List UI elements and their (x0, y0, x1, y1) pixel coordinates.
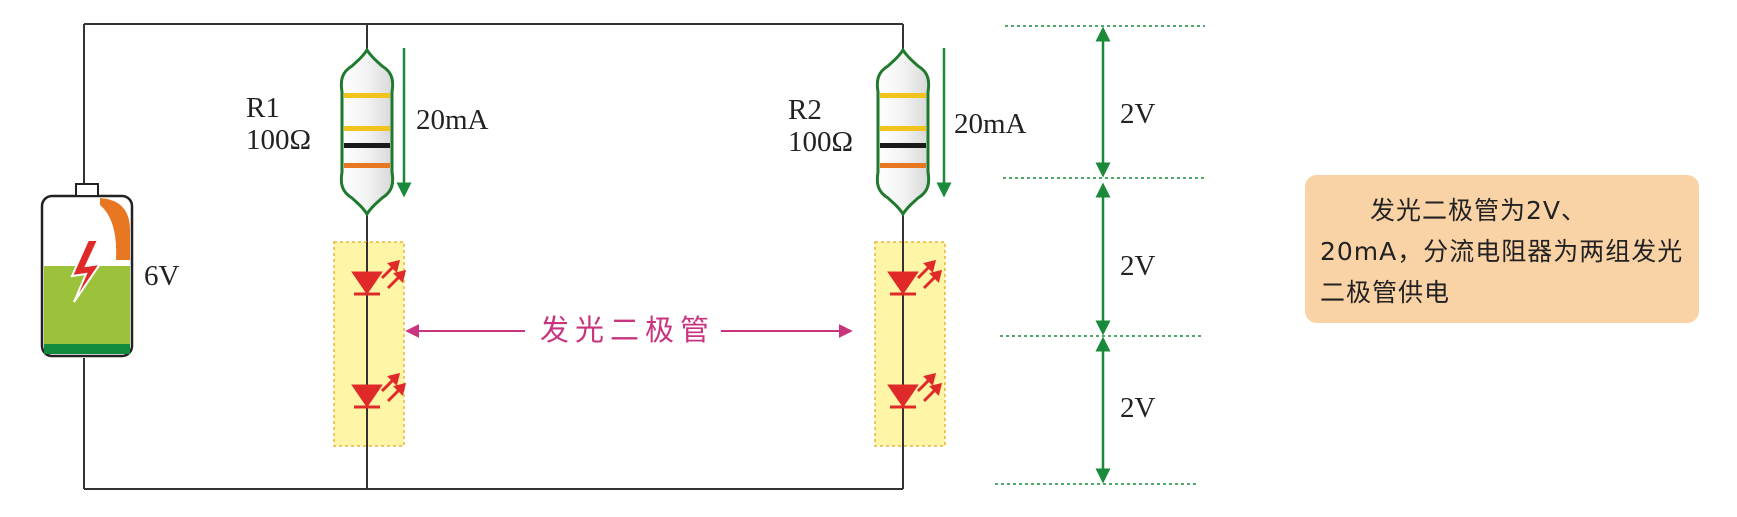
resistor-r1 (339, 47, 395, 217)
wires (83, 23, 904, 490)
led-label: 发光二极管 (534, 316, 722, 345)
r1-value-label: 100Ω (246, 124, 312, 156)
battery-voltage-label: 6V (144, 260, 180, 292)
voltage-label-2: 2V (1120, 250, 1156, 282)
lightning-icon (70, 239, 103, 303)
r1-name-label: R1 (246, 92, 280, 124)
r2-name-label: R2 (788, 94, 822, 126)
led-icon-1a (351, 259, 407, 296)
led-icon-2b (887, 372, 943, 409)
led-icon-2a (887, 259, 943, 296)
r1-current-label: 20mA (416, 104, 489, 136)
r2-current-label: 20mA (954, 108, 1027, 140)
voltage-label-3: 2V (1120, 392, 1156, 424)
resistor-r2 (875, 47, 931, 217)
voltage-scale (995, 25, 1206, 485)
voltage-label-1: 2V (1120, 98, 1156, 130)
note-text: 发光二极管为2V、20mA，分流电阻器为两组发光二极管供电 (1320, 196, 1684, 307)
led-icon-1b (351, 372, 407, 409)
r2-value-label: 100Ω (788, 126, 854, 158)
battery (40, 183, 134, 358)
note-box (1305, 175, 1699, 323)
